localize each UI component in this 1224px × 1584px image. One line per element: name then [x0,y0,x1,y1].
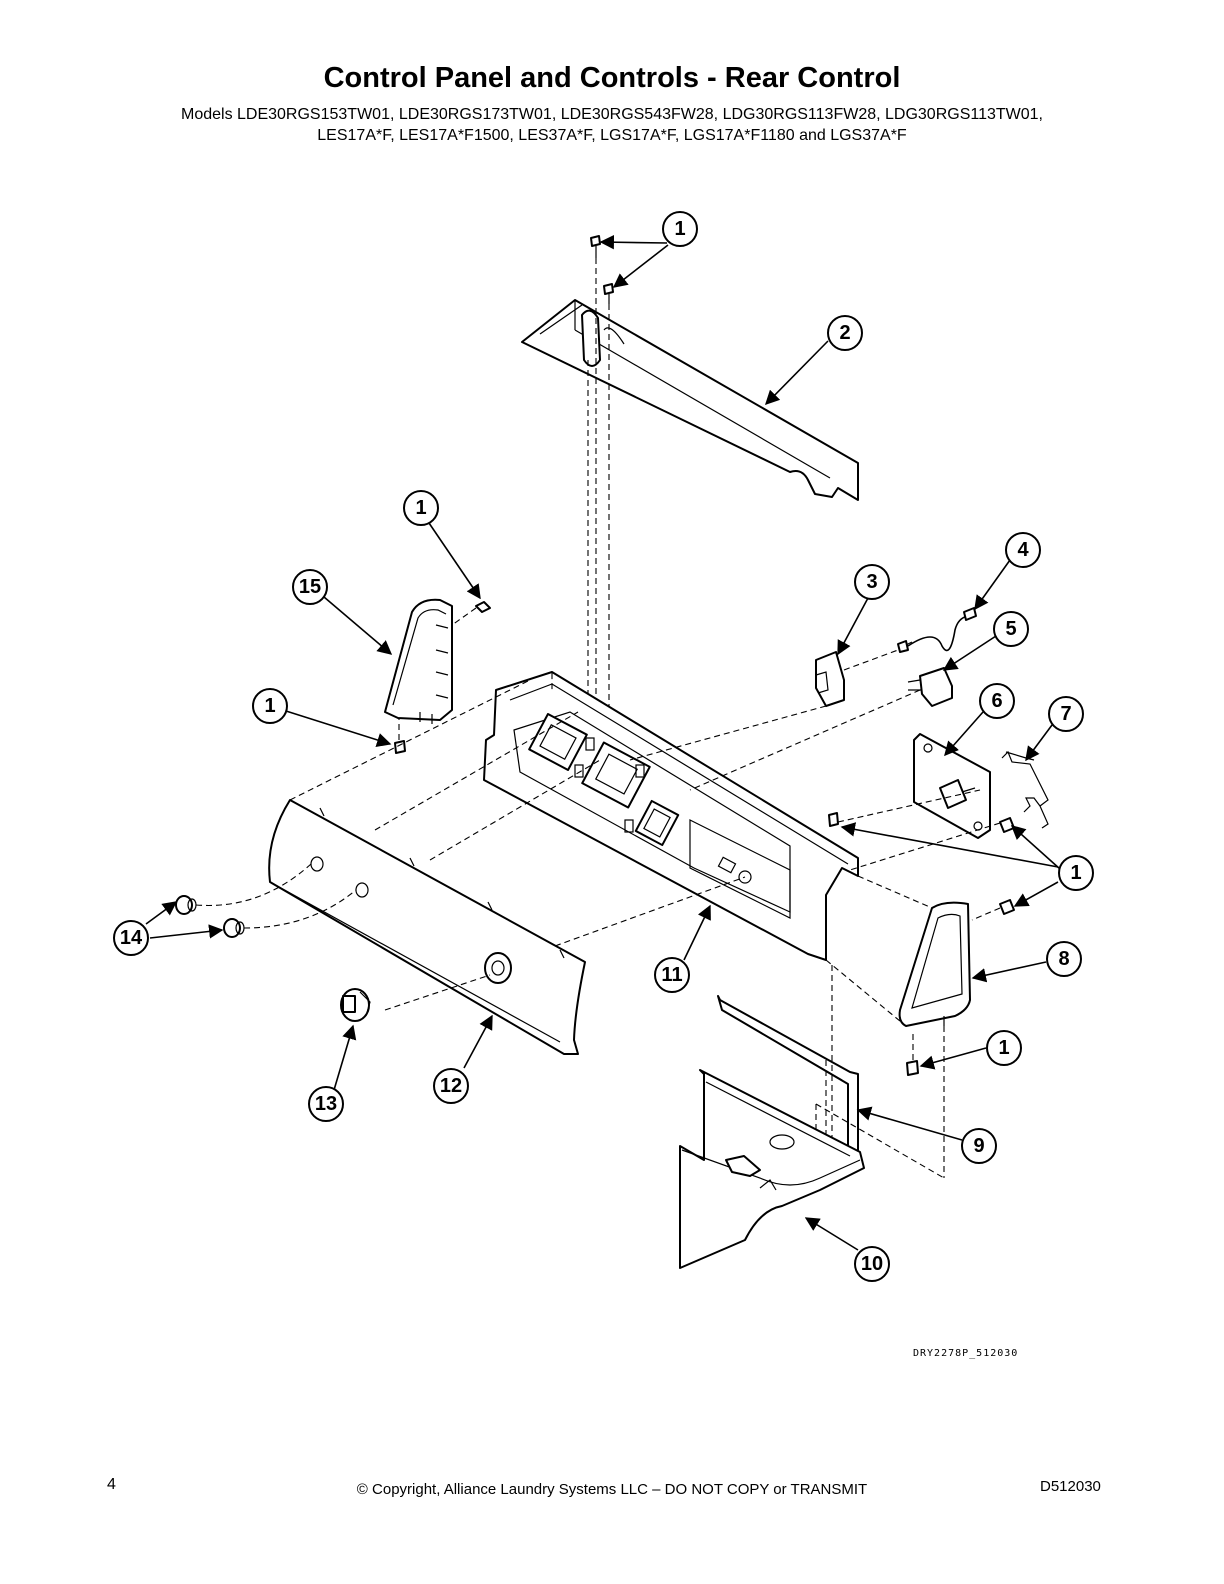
callout-2: 2 [827,315,863,351]
svg-text:2: 2 [839,322,850,344]
svg-text:1: 1 [264,695,275,717]
screw-top-right [603,283,614,304]
svg-text:12: 12 [440,1075,462,1097]
callout-1-right-lower: 1 [986,1030,1022,1066]
callout-13: 13 [308,1086,344,1122]
screw-top-left [590,235,601,258]
control-panel-part [483,671,859,961]
screw-timer [999,817,1015,833]
svg-text:8: 8 [1058,948,1069,970]
callout-1-top: 1 [662,211,698,247]
callout-3: 3 [854,564,890,600]
svg-text:7: 7 [1060,703,1071,725]
model-list-line-2: LES17A*F, LES17A*F1500, LES37A*F, LGS17A… [317,127,907,144]
selector-switch-part [907,667,953,707]
switch-part [815,651,845,707]
callout-10: 10 [854,1246,890,1282]
console-cover-part [521,299,859,501]
svg-text:4: 4 [1017,539,1029,561]
screw-left-cap-top [475,601,491,613]
svg-text:10: 10 [861,1253,883,1275]
svg-text:15: 15 [299,576,321,598]
svg-text:3: 3 [866,571,877,593]
page-title: Control Panel and Controls - Rear Contro… [323,62,901,94]
svg-text:1: 1 [674,218,685,240]
callout-8: 8 [1046,941,1082,977]
svg-text:14: 14 [120,927,143,949]
plug-lower [223,918,245,938]
left-end-cap-part [384,598,453,724]
drawing-code: DRY2278P_512030 [913,1348,1019,1359]
front-panel-part [268,799,586,1055]
knob-part [340,988,371,1022]
svg-text:1: 1 [1070,862,1081,884]
callout-14: 14 [113,920,149,956]
callout-11: 11 [654,957,690,993]
svg-text:1: 1 [415,497,426,519]
model-list-line-1: Models LDE30RGS153TW01, LDE30RGS173TW01,… [180,106,1043,123]
callout-1-left-lower: 1 [252,688,288,724]
copyright-notice: © Copyright, Alliance Laundry Systems LL… [356,1481,868,1498]
timer-part [913,733,991,839]
svg-text:11: 11 [661,964,682,986]
svg-text:5: 5 [1005,618,1016,640]
svg-text:9: 9 [973,1135,984,1157]
callout-4: 4 [1005,532,1041,568]
page-number: 4 [107,1476,116,1493]
svg-text:1: 1 [998,1037,1009,1059]
right-end-cap-part [898,901,971,1027]
svg-text:6: 6 [991,690,1002,712]
screw-left-cap-bottom [394,740,406,754]
svg-text:13: 13 [315,1093,337,1115]
screw-panel-right [828,812,839,827]
callout-7: 7 [1048,696,1084,732]
bracket-part [1001,750,1049,829]
callout-1-left-upper: 1 [403,490,439,526]
wire-harness-part [897,607,977,653]
cabinet-top-part [679,1069,865,1269]
screw-end-cap-bottom [906,1060,919,1076]
callout-12: 12 [433,1068,469,1104]
callout-6: 6 [979,683,1015,719]
screw-end-cap-top [999,899,1015,915]
plug-upper [175,895,197,915]
callout-15: 15 [292,569,328,605]
callout-9: 9 [961,1128,997,1164]
model-list: Models LDE30RGS153TW01, LDE30RGS173TW01,… [0,104,1224,146]
callout-1-right-cluster: 1 [1058,855,1094,891]
callout-5: 5 [993,611,1029,647]
document-id: D512030 [1040,1478,1101,1495]
